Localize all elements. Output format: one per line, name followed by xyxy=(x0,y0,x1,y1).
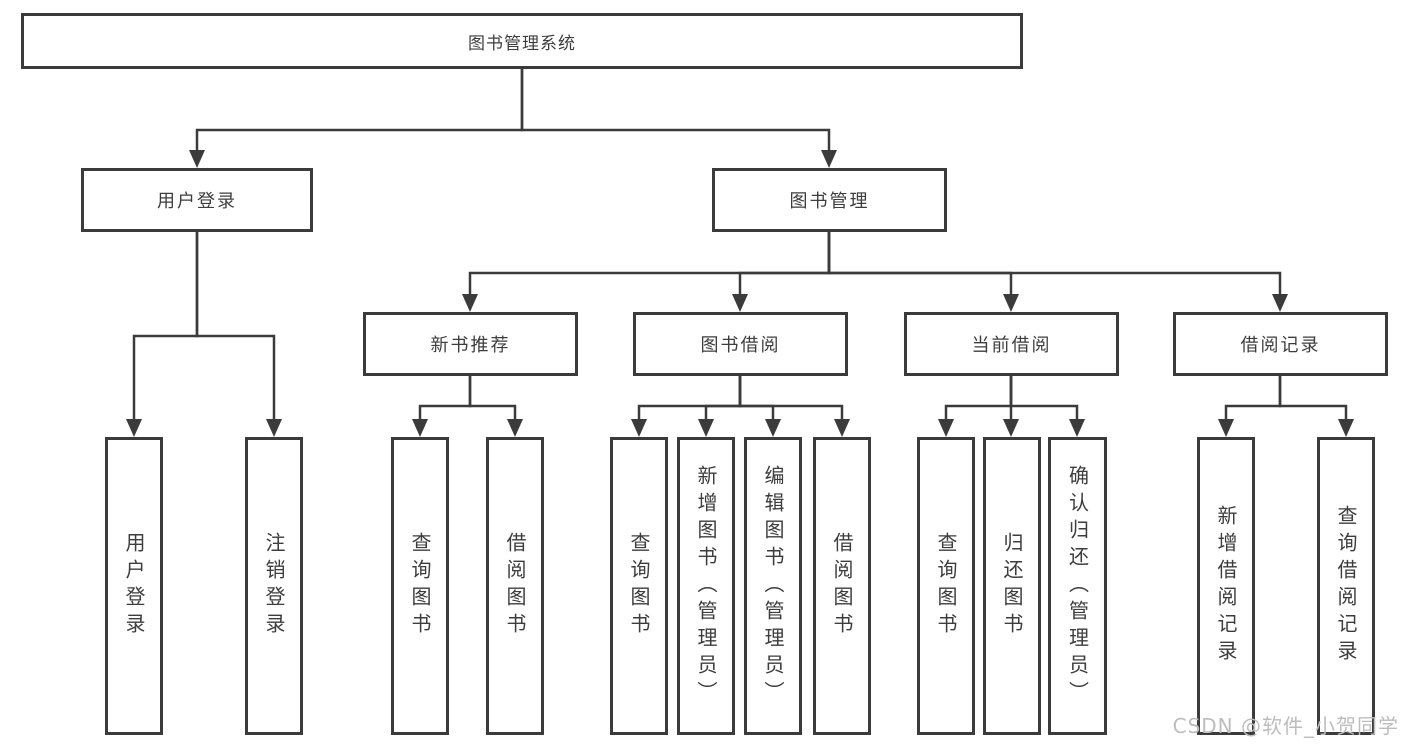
leaf-borrow-books: 借阅图书 xyxy=(813,437,871,735)
node-label: 图书借阅 xyxy=(700,335,781,356)
node-label: 新增图书（管理员） xyxy=(694,464,718,708)
node-current-borrowing: 当前借阅 xyxy=(904,312,1119,376)
node-library-system-root: 图书管理系统 xyxy=(21,13,1023,69)
node-label: 借阅图书 xyxy=(830,532,854,640)
node-book-borrowing: 图书借阅 xyxy=(633,312,848,376)
leaf-borrow-books-recommend: 借阅图书 xyxy=(486,437,544,735)
leaf-query-borrow-record: 查询借阅记录 xyxy=(1317,437,1375,735)
node-book-management: 图书管理 xyxy=(712,168,947,232)
node-label: 查询借阅记录 xyxy=(1334,505,1358,667)
leaf-return-books: 归还图书 xyxy=(983,437,1041,735)
leaf-query-books-recommend: 查询图书 xyxy=(391,437,449,735)
leaf-query-books-borrowing: 查询图书 xyxy=(610,437,668,735)
node-label: 借阅图书 xyxy=(503,532,527,640)
node-label: 新书推荐 xyxy=(430,335,511,356)
leaf-user-login: 用户登录 xyxy=(105,437,163,735)
leaf-query-books-current: 查询图书 xyxy=(917,437,975,735)
node-user-login: 用户登录 xyxy=(81,168,313,232)
node-label: 图书管理系统 xyxy=(468,33,576,54)
node-label: 新增借阅记录 xyxy=(1214,505,1238,667)
node-label: 查询图书 xyxy=(934,532,958,640)
node-label: 编辑图书（管理员） xyxy=(761,464,785,708)
node-label: 查询图书 xyxy=(408,532,432,640)
leaf-add-borrow-record: 新增借阅记录 xyxy=(1197,437,1255,735)
node-label: 归还图书 xyxy=(1000,532,1024,640)
leaf-logout-login: 注销登录 xyxy=(245,437,303,735)
node-new-book-recommend: 新书推荐 xyxy=(363,312,578,376)
node-label: 借阅记录 xyxy=(1240,335,1321,356)
csdn-watermark: CSDN @软件_小贺同学 xyxy=(1172,714,1399,738)
leaf-confirm-return-admin: 确认归还（管理员） xyxy=(1048,437,1107,735)
node-label: 注销登录 xyxy=(262,532,286,640)
node-label: 查询图书 xyxy=(627,532,651,640)
node-label: 当前借阅 xyxy=(971,335,1052,356)
node-label: 用户登录 xyxy=(157,191,237,212)
node-borrow-records: 借阅记录 xyxy=(1173,312,1388,376)
node-label: 用户登录 xyxy=(122,532,146,640)
leaf-add-books-admin: 新增图书（管理员） xyxy=(677,437,735,735)
node-label: 确认归还（管理员） xyxy=(1065,464,1090,708)
leaf-edit-books-admin: 编辑图书（管理员） xyxy=(744,437,802,735)
node-label: 图书管理 xyxy=(789,191,870,212)
